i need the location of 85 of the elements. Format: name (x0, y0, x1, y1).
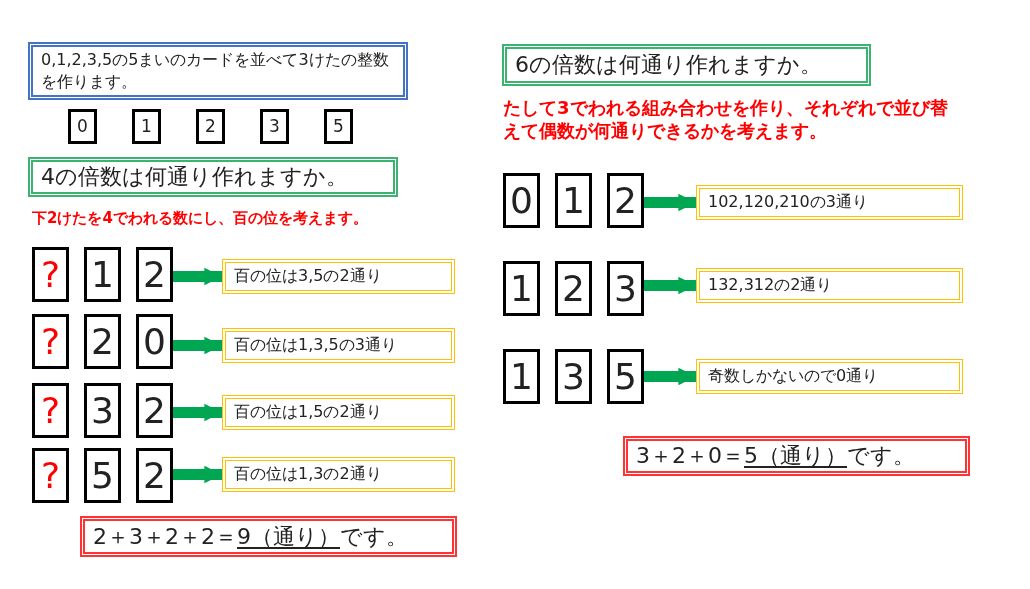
question-mark: ? (40, 389, 61, 432)
instruction-box (28, 42, 408, 100)
question-mark: ? (40, 320, 61, 363)
result-box (696, 185, 963, 220)
number-card (32, 314, 69, 369)
number-card (32, 383, 69, 438)
result-text: 百の位は1,3の2通り (234, 465, 382, 484)
card-number: 2 (143, 454, 166, 497)
result-box (222, 395, 455, 430)
card-number: 0 (77, 116, 88, 137)
number-card (84, 314, 121, 369)
card-number: 5 (333, 116, 344, 137)
result-box (696, 359, 963, 394)
question-text: 4の倍数は何通り作れますか。 (41, 164, 348, 190)
card-number: 0 (143, 320, 166, 363)
number-card (607, 173, 644, 228)
number-card (84, 448, 121, 503)
number-card (260, 109, 289, 144)
number-card (607, 349, 644, 404)
card-number: 5 (614, 355, 637, 398)
number-card (555, 349, 592, 404)
card-number: 5 (91, 454, 114, 497)
number-card (84, 383, 121, 438)
result-text: 102,120,210の3通り (708, 193, 868, 212)
card-number: 1 (510, 355, 533, 398)
card-number: 3 (91, 389, 114, 432)
number-card (136, 314, 173, 369)
number-card (503, 261, 540, 316)
card-number: 1 (141, 116, 152, 137)
block-arrow (173, 267, 222, 286)
card-number: 0 (510, 179, 533, 222)
card-number: 3 (562, 355, 585, 398)
number-card (68, 109, 97, 144)
question-mark: ? (40, 253, 61, 296)
number-card (555, 261, 592, 316)
hint-text: たして3でわれる組み合わせを作り、それぞれで並び替えて偶数が何通りできるかを考えます。 (503, 96, 949, 143)
number-card (136, 448, 173, 503)
card-number: 3 (614, 267, 637, 310)
answer-text: 2＋3＋2＋2＝9（通り）です。 (93, 523, 408, 550)
number-card (136, 383, 173, 438)
result-box (222, 328, 455, 363)
answer-box (623, 436, 970, 476)
result-text: 百の位は3,5の2通り (234, 267, 382, 286)
block-arrow (644, 276, 696, 295)
card-number: 2 (562, 267, 585, 310)
number-card (132, 109, 161, 144)
answer-text: 3＋2＋0＝5（通り）です。 (636, 443, 915, 469)
result-text: 132,312の2通り (708, 276, 833, 295)
card-number: 2 (205, 116, 216, 137)
card-number: 1 (91, 253, 114, 296)
result-box (222, 457, 455, 492)
number-card (32, 448, 69, 503)
block-arrow (644, 367, 696, 386)
instruction-text: 0,1,2,3,5の5まいのカードを並べて3けたの整数を作ります。 (41, 49, 390, 93)
block-arrow (173, 336, 222, 355)
number-card (607, 261, 644, 316)
card-number: 1 (562, 179, 585, 222)
answer-box (80, 516, 457, 557)
block-arrow (173, 465, 222, 484)
number-card (136, 247, 173, 302)
number-card (32, 247, 69, 302)
number-card (555, 173, 592, 228)
question-box (28, 157, 398, 197)
card-number: 1 (510, 267, 533, 310)
block-arrow (173, 403, 222, 422)
result-box (696, 268, 963, 303)
number-card (324, 109, 353, 144)
card-number: 2 (143, 389, 166, 432)
result-box (222, 259, 455, 294)
question-box (502, 44, 871, 86)
question-mark: ? (40, 454, 61, 497)
number-card (196, 109, 225, 144)
card-number: 2 (91, 320, 114, 363)
card-number: 3 (269, 116, 280, 137)
result-text: 百の位は1,5の2通り (234, 403, 382, 422)
question-text: 6の倍数は何通り作れますか。 (515, 52, 822, 78)
number-card (503, 349, 540, 404)
block-arrow (644, 193, 696, 212)
result-text: 百の位は1,3,5の3通り (234, 336, 397, 355)
card-number: 2 (143, 253, 166, 296)
card-number: 2 (614, 179, 637, 222)
result-text: 奇数しかないので0通り (708, 367, 879, 386)
number-card (84, 247, 121, 302)
number-card (503, 173, 540, 228)
hint-text: 下2けたを4でわれる数にし、百の位を考えます。 (32, 209, 369, 229)
